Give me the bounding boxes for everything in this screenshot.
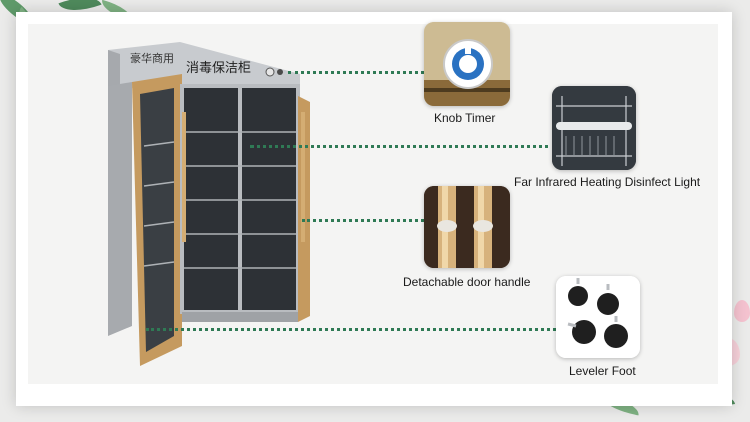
leveler-foot-label: Leveler Foot bbox=[569, 364, 636, 378]
connector-door-handle bbox=[302, 219, 424, 222]
door-handle-label: Detachable door handle bbox=[403, 275, 531, 289]
connector-infrared-light bbox=[250, 145, 556, 148]
door-handle-icon bbox=[424, 186, 510, 268]
connector-leveler-foot bbox=[146, 328, 556, 331]
cabinet-name-text: 消毒保洁柜 bbox=[186, 61, 251, 76]
leveler-foot-photo bbox=[556, 276, 640, 358]
knob-timer-label: Knob Timer bbox=[434, 111, 496, 125]
infrared-light-label: Far Infrared Heating Disinfect Light bbox=[514, 175, 701, 189]
infrared-light-photo bbox=[552, 86, 636, 170]
knob-timer-photo bbox=[424, 22, 510, 106]
leveler-foot-icon bbox=[556, 276, 640, 358]
knob-timer-icon bbox=[424, 22, 510, 106]
connector-knob-timer bbox=[288, 71, 424, 74]
disinfection-cabinet: 豪华商用 消毒保洁柜 bbox=[108, 42, 310, 366]
door-handle-photo bbox=[424, 186, 510, 268]
infrared-light-icon bbox=[552, 86, 636, 170]
cabinet-brand-text: 豪华商用 bbox=[130, 51, 174, 65]
